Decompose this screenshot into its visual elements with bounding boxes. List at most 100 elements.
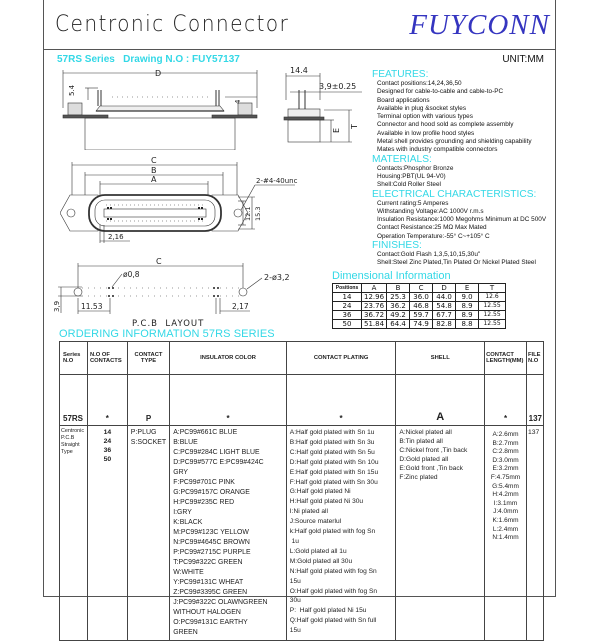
- specifications: FEATURES: Contact positions:14,24,36,50 …: [371, 69, 556, 268]
- color-option: GREEN: [173, 629, 198, 636]
- title-block: Centronic Connector FUYCONN: [43, 0, 556, 50]
- part-code-row: 57RS * P * * A * 137: [59, 374, 545, 426]
- length-option: J:4.0mm: [493, 508, 518, 516]
- header-contact-plating: CONTACT PLATING: [285, 341, 397, 375]
- ordering-table: Series N.O N.O OF CONTACTS CONTACT TYPE …: [59, 341, 545, 641]
- header-contact-type: CONTACT TYPE: [126, 341, 171, 375]
- contact-plating-options: A:Half gold plated with Sn 1u B:Half gol…: [285, 425, 397, 641]
- screw-callout: 2-#4-40unc: [256, 177, 298, 185]
- code-contact-type: P: [126, 374, 171, 426]
- code-plating: *: [285, 374, 397, 426]
- header-cell: C: [409, 283, 434, 293]
- shell-options: A:Nickel plated all B:Tin plated all C:N…: [395, 425, 486, 641]
- color-option: Y:PC99#131C WHEAT: [173, 579, 244, 586]
- svg-text:14.4: 14.4: [290, 66, 308, 75]
- cell: 8.8: [455, 319, 480, 329]
- code-series: 57RS: [59, 374, 88, 426]
- length-option: A:2.6mm: [492, 431, 519, 438]
- plating-option: 30u: [289, 597, 301, 605]
- cell: 64.4: [386, 319, 411, 329]
- dim-b: B: [151, 166, 157, 175]
- code-file-no: 137: [525, 374, 545, 426]
- svg-text:2,16: 2,16: [108, 233, 124, 241]
- ordering-info-title: ORDERING INFORMATION 57RS SERIES: [59, 328, 275, 340]
- color-option: T:PC99#322C GREEN: [173, 559, 243, 566]
- plating-option: k:Half gold plated with fog Sn: [289, 528, 376, 536]
- plating-option: M:Gold plated all 30u: [289, 557, 353, 565]
- header-cell: B: [386, 283, 411, 293]
- length-option: C:2.8mm: [492, 448, 519, 456]
- options-row: Centronic P.C.B Straight Type 14 24 36 5…: [59, 425, 545, 641]
- series-line: P.C.B: [61, 435, 75, 441]
- svg-text:5.4: 5.4: [68, 84, 76, 96]
- color-option: I:GRY: [173, 509, 192, 516]
- svg-text:P.C.B LAYOUT: P.C.B LAYOUT: [132, 319, 204, 329]
- feature-item: Mates with industry compatible connector…: [377, 146, 498, 154]
- color-option: C:PC99#284C LIGHT BLUE: [173, 449, 260, 456]
- svg-text:C: C: [151, 156, 157, 165]
- color-option: WITHOUT HALOGEN: [173, 609, 241, 616]
- cell: 82.8: [432, 319, 457, 329]
- cell: 12.55: [478, 319, 507, 329]
- feature-item: Terminal option with various types: [377, 113, 473, 121]
- color-option: P:PC99#2715C PURPLE: [173, 549, 251, 556]
- materials-heading: MATERIALS:: [372, 153, 432, 165]
- top-view-drawing: C B A 2-#4-40unc 12.1 15.3 2,16: [60, 156, 298, 243]
- svg-text:ø0,8: ø0,8: [123, 270, 140, 279]
- series-line: Straight: [61, 442, 80, 448]
- dim-12-1: 12.1: [244, 207, 252, 221]
- shell-option: B:Tin plated all: [399, 438, 443, 445]
- cell: 8.9: [455, 301, 480, 311]
- color-option: Z:PC99#3395C GREEN: [173, 589, 248, 596]
- series-line: Type: [61, 449, 73, 455]
- pcb-layout-drawing: C ø0,8 2-ø3,2 3,9 11.53 2,17 P.C.B LAYOU…: [53, 258, 290, 329]
- header-cell: E: [455, 283, 480, 293]
- header-num-contacts: N.O OF CONTACTS: [86, 341, 128, 375]
- file-number: 137: [525, 425, 545, 641]
- pcb-dim-3-9: 3,9: [53, 301, 61, 312]
- cell: 9.0: [455, 292, 480, 302]
- cell: 25.3: [386, 292, 411, 302]
- plating-option: E:Half gold plated with Sn 15u: [289, 468, 379, 476]
- plating-option: 1u: [289, 537, 299, 545]
- svg-text:E: E: [332, 128, 341, 133]
- insulator-color-options: A:PC99#661C BLUE B:BLUE C:PC99#284C LIGH…: [169, 425, 287, 641]
- contact-count: 50: [103, 456, 112, 463]
- svg-text:2,17: 2,17: [232, 302, 249, 311]
- dimensional-info-title: Dimensional Information: [332, 270, 451, 282]
- dim-d: D: [155, 70, 161, 78]
- plating-option: F:Half gold plated with Sn 30u: [289, 478, 378, 486]
- length-option: B:2.7mm: [492, 439, 519, 447]
- cell: 36.2: [386, 301, 411, 311]
- finishes-heading: FINISHES:: [372, 240, 422, 252]
- color-option: W:WHITE: [173, 569, 204, 576]
- length-option: G:5.4mm: [492, 482, 519, 490]
- length-option: L:2.4mm: [492, 525, 519, 533]
- features-heading: FEATURES:: [372, 69, 429, 80]
- plating-option: Q:Half gold plated with Sn full: [289, 617, 377, 625]
- color-option: O:PC99#131C EARTHY: [173, 619, 248, 626]
- plating-option: A:Half gold plated with Sn 1u: [289, 429, 375, 436]
- plating-option: 15u: [289, 577, 301, 585]
- color-option: K:BLACK: [173, 519, 203, 526]
- shell-option: E:Gold front ,Tin back: [399, 465, 463, 472]
- svg-text:B: B: [151, 166, 157, 175]
- cell: 44.0: [432, 292, 457, 302]
- pcb-dim-2-17: 2,17: [232, 302, 249, 311]
- code-contacts: *: [86, 374, 128, 426]
- cell: 24: [332, 301, 362, 311]
- dim-t: T: [350, 124, 359, 130]
- header-file-no: FILE N.O: [525, 341, 545, 375]
- end-view-drawing: 14.4 3,9±0.25 E T: [283, 66, 362, 143]
- cell: 12.6: [478, 292, 507, 302]
- contact-count: 36: [103, 447, 112, 454]
- cell: 12.55: [478, 301, 507, 311]
- cell: 49.2: [386, 310, 411, 320]
- small-hole-diameter: ø0,8: [123, 270, 140, 279]
- contact-type-option: S:SOCKET: [130, 439, 167, 446]
- feature-item: Available in low profile hood styles: [377, 129, 475, 137]
- dim-4: 4: [234, 99, 242, 104]
- side-view-drawing: D 5.4 4: [62, 70, 258, 150]
